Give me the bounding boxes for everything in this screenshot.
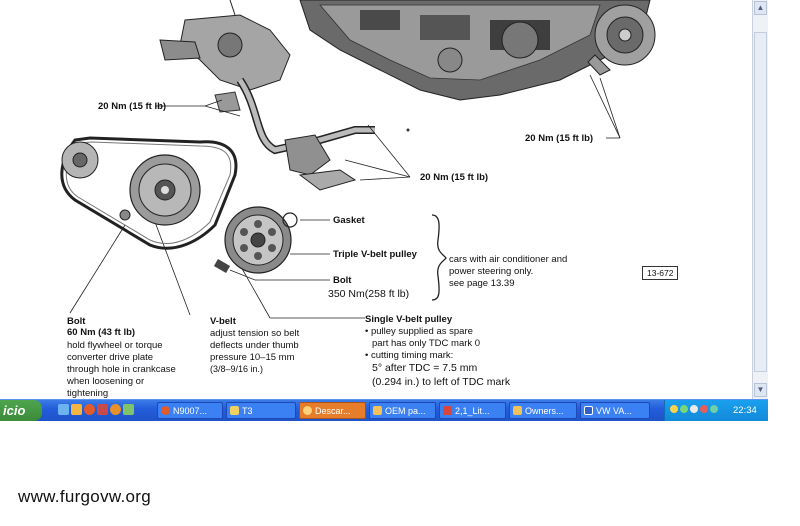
bolt-note-line: when loosening or [67, 376, 145, 387]
single-pulley-line: • cutting timing mark: [365, 350, 454, 361]
browser-icon [303, 406, 312, 415]
bolt-note-line: converter drive plate [67, 352, 154, 363]
taskbar: icio N9007... T3 Descar... OEM pa... 2,1… [0, 399, 768, 421]
torque-label-center: 20 Nm (15 ft lb) [420, 172, 489, 183]
torque-label-right: 20 Nm (15 ft lb) [525, 133, 594, 144]
taskbar-item-label: Descar... [315, 406, 351, 416]
bolt-note-line: through hole in crankcase [67, 364, 176, 375]
taskbar-item-label: T3 [242, 406, 253, 416]
taskbar-item[interactable]: OEM pa... [369, 402, 436, 419]
bolt-note-title: Bolt [67, 316, 86, 327]
quicklaunch-desktop-icon[interactable] [58, 404, 69, 415]
taskbar-item[interactable]: Descar... [299, 402, 366, 419]
document-viewer-icon [373, 406, 382, 415]
quicklaunch-browser-icon[interactable] [84, 404, 95, 415]
taskbar-item[interactable]: Owners... [509, 402, 577, 419]
taskbar-item[interactable]: VW VA... [580, 402, 650, 419]
figure-number: 13-672 [642, 266, 679, 280]
engine-block-illustration [159, 0, 656, 191]
single-pulley-line: 5° after TDC = 7.5 mm [372, 362, 478, 374]
taskbar-item-label: 2,1_Lit... [455, 406, 490, 416]
tray-volume-icon[interactable] [690, 405, 698, 413]
tray-network-icon[interactable] [680, 405, 688, 413]
taskbar-item[interactable]: 2,1_Lit... [439, 402, 506, 419]
start-button[interactable]: icio [0, 400, 42, 421]
triple-pulley-label: Triple V-belt pulley [333, 249, 417, 260]
vbelt-note-line: (3/8–9/16 in.) [210, 364, 264, 374]
scroll-up-arrow-icon[interactable]: ▲ [754, 1, 767, 15]
browser-icon [161, 406, 170, 415]
watermark-text: www.furgovw.org [18, 487, 151, 506]
tray-shield-icon[interactable] [670, 405, 678, 413]
quicklaunch-mail-icon[interactable] [71, 404, 82, 415]
single-pulley-line: (0.294 in.) to left of TDC mark [372, 376, 511, 388]
gasket-label: Gasket [333, 215, 365, 226]
scroll-down-arrow-icon[interactable]: ▼ [754, 383, 767, 397]
taskbar-item-label: VW VA... [596, 406, 632, 416]
vbelt-note-line: adjust tension so belt [210, 328, 300, 339]
document-viewer-icon [513, 406, 522, 415]
bolt-note-torque: 60 Nm (43 ft lb) [67, 327, 136, 338]
document-viewport: 20 Nm (15 ft lb) 20 Nm (15 ft lb) 20 Nm … [60, 0, 679, 399]
v-belt-illustration [60, 136, 238, 250]
vertical-scrollbar[interactable]: ▲ ▼ [752, 0, 768, 399]
bolt-note-line: tightening [67, 388, 109, 399]
tray-update-icon[interactable] [710, 405, 718, 413]
single-pulley-line: part has only TDC mark 0 [372, 338, 481, 349]
ac-note-line2: power steering only. [449, 266, 534, 277]
scroll-thumb[interactable] [754, 32, 767, 372]
vbelt-note-title: V-belt [210, 316, 236, 327]
word-document-icon [584, 406, 593, 415]
folder-icon [230, 406, 239, 415]
single-pulley-title: Single V-belt pulley [365, 314, 453, 325]
tray-antivirus-icon[interactable] [700, 405, 708, 413]
taskbar-item-label: OEM pa... [385, 406, 426, 416]
clock[interactable]: 22:34 [733, 405, 757, 416]
bolt-pulley-title: Bolt [333, 275, 352, 286]
system-tray: 22:34 [664, 400, 768, 421]
bolt-note-line: hold flywheel or torque [67, 340, 163, 351]
vbelt-note-line: pressure 10–15 mm [210, 352, 295, 363]
taskbar-item[interactable]: T3 [226, 402, 296, 419]
pulley-diagram [60, 0, 656, 319]
taskbar-item[interactable]: N9007... [157, 402, 223, 419]
ac-note-line1: cars with air conditioner and [449, 254, 568, 265]
triple-pulley-illustration [213, 206, 298, 274]
taskbar-item-label: Owners... [525, 406, 564, 416]
torque-label-left: 20 Nm (15 ft lb) [98, 101, 167, 112]
single-pulley-line: • pulley supplied as spare [365, 326, 473, 337]
bolt-pulley-torque: 350 Nm(258 ft lb) [328, 288, 410, 300]
quicklaunch-app-icon[interactable] [97, 404, 108, 415]
leader-lines [69, 74, 621, 319]
brace [431, 214, 447, 301]
taskbar-item-label: N9007... [173, 406, 208, 416]
quicklaunch-tool-icon[interactable] [123, 404, 134, 415]
pdf-icon [443, 406, 452, 415]
quicklaunch-media-icon[interactable] [110, 404, 121, 415]
ac-note-line3: see page 13.39 [449, 278, 515, 289]
vbelt-note-line: deflects under thumb [210, 340, 299, 351]
